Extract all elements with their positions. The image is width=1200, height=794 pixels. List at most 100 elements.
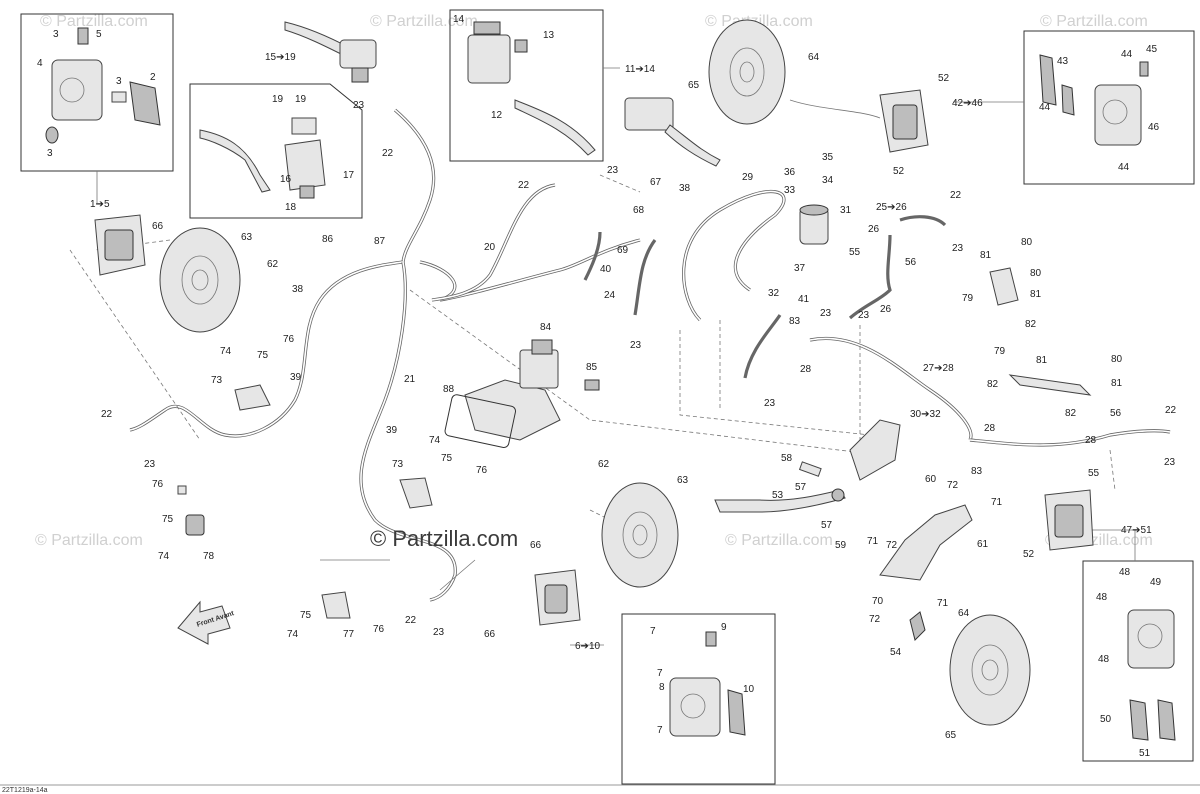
detail-box-rear-right-caliper [1082,560,1194,762]
callout: 29 [742,172,754,183]
callout: 19 [272,94,284,105]
callout: 81 [980,250,992,261]
caliper-detail-front-right [1039,54,1149,146]
callout: 23 [433,627,445,638]
master-cylinder-detail [467,21,596,156]
callout: 22 [382,148,394,159]
callout: 27➔28 [923,363,954,374]
callout: 33 [784,185,796,196]
callout: 71 [867,536,879,547]
callout: 47➔51 [1121,525,1152,536]
caliper-rear-center [534,569,581,626]
callout: 74 [287,629,299,640]
callout: 44 [1039,102,1051,113]
callout: 88 [443,384,455,395]
callout: 22 [405,615,417,626]
callout: 22 [950,190,962,201]
callout: 63 [241,232,253,243]
callout: 44 [1121,49,1133,60]
callout: 16 [280,174,292,185]
callout: 74 [158,551,170,562]
callout: 66 [152,221,164,232]
callout: 55 [849,247,861,258]
callout: 81 [1111,378,1123,389]
callout: 81 [1030,289,1042,300]
callout: 9 [721,622,727,633]
callout: 51 [1139,748,1151,759]
brake-pedal [714,419,901,513]
caliper-rear-right [1044,489,1094,551]
center-watermark: © Partzilla.com [370,526,518,551]
callout: 48 [1096,592,1108,603]
rear-pedal-bracket [879,504,973,641]
callout: 62 [267,259,279,270]
rear-right-disc [949,614,1031,726]
callout: 80 [1111,354,1123,365]
callout: 79 [962,293,974,304]
callout: 71 [937,598,949,609]
brake-hoses [129,108,1171,602]
caliper-front-right [879,89,929,153]
callout: 52 [938,73,950,84]
callout: 28 [800,364,812,375]
callout: 57 [821,520,833,531]
callout: 54 [890,647,902,658]
callout: 76 [476,465,488,476]
callout: 43 [1057,56,1069,67]
callout: 38 [292,284,304,295]
callout: 2 [150,72,156,83]
callout: 20 [484,242,496,253]
callout: 44 [1118,162,1130,173]
callout: 22 [101,409,113,420]
callout: 61 [977,539,989,550]
caliper-front-left [94,214,146,276]
callout: 74 [220,346,232,357]
callout: 28 [1085,435,1097,446]
caliper-detail-rear-right [1127,609,1176,741]
watermark: © Partzilla.com [40,13,148,30]
brake-fluid-reservoir [799,204,829,245]
callout: 55 [1088,468,1100,479]
detail-box-lever [189,83,363,219]
callout: 12 [491,110,503,121]
callout: 87 [374,236,386,247]
master-cylinder-left [284,21,377,83]
callout: 11➔14 [625,64,655,75]
callout: 83 [789,316,801,327]
callout: 75 [441,453,453,464]
callout: 25➔26 [876,202,907,213]
callout: 3 [116,76,122,87]
caliper-detail-front-left [45,27,161,144]
callout: 23 [607,165,619,176]
callout: 34 [822,175,834,186]
callout: 81 [1036,355,1048,366]
callout: 66 [530,540,542,551]
callout: 58 [781,453,793,464]
callout: 50 [1100,714,1112,725]
callout: 53 [772,490,784,501]
callout: 66 [484,629,496,640]
lever-detail [199,117,326,199]
callout: 82 [987,379,999,390]
callout: 68 [633,205,645,216]
callout: 80 [1021,237,1033,248]
callout: 26 [880,304,892,315]
callout: 36 [784,167,796,178]
callout: 40 [600,264,612,275]
callout: 78 [203,551,215,562]
callout: 56 [1110,408,1122,419]
callout: 80 [1030,268,1042,279]
callout: 65 [945,730,957,741]
callout: 71 [991,497,1003,508]
callout: 23 [820,308,832,319]
callout: 60 [925,474,937,485]
callout: 39 [290,372,302,383]
callout: 57 [795,482,807,493]
master-cylinder-right [624,97,721,167]
callout: 85 [586,362,598,373]
callout: 28 [984,423,996,434]
caliper-detail-rear [669,631,746,737]
callout: 3 [47,148,53,159]
callout: 45 [1146,44,1158,55]
callout: 39 [386,425,398,436]
